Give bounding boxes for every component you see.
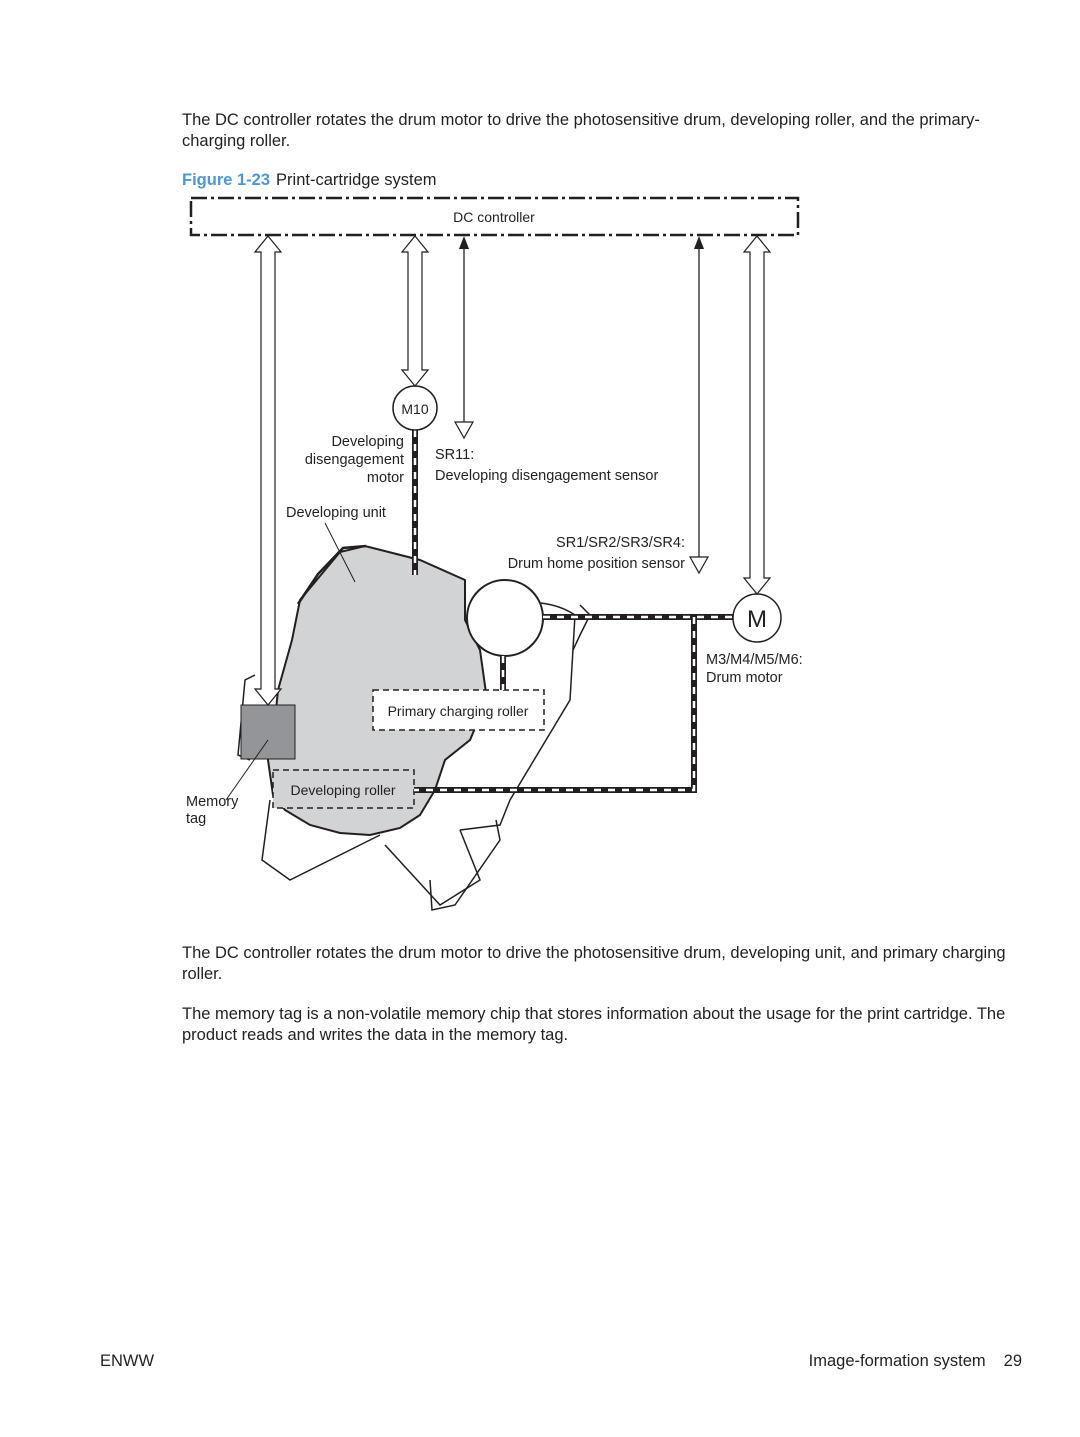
memory-tag-label-1: Memory (186, 794, 239, 810)
drum-motor-label-1: M3/M4/M5/M6: (706, 652, 803, 668)
signal-arrows (253, 235, 772, 706)
leader-lines (225, 522, 356, 801)
figure-caption: Figure 1-23 Print-cartridge system (182, 170, 437, 191)
drum-motor-symbol: M (747, 606, 767, 633)
sr1-label-2: Drum home position sensor (508, 556, 685, 572)
footer-left: ENWW (100, 1352, 155, 1370)
developing-unit-shoulder (296, 544, 367, 605)
primary-charging-roller-box (372, 689, 545, 731)
page-number: 29 (1003, 1352, 1022, 1370)
primary-charging-roller-label: Primary charging roller (388, 703, 529, 719)
figure-title: Print-cartridge system (276, 171, 437, 189)
memory-tag-label-2: tag (186, 811, 206, 827)
sensor-lines (463, 247, 700, 557)
footer-right: Image-formation system 29 (809, 1351, 1022, 1371)
developing-roller-label: Developing roller (290, 782, 395, 798)
sr11-label-2: Developing disengagement sensor (435, 468, 658, 484)
cartridge-outline (237, 602, 591, 911)
m10-label: M10 (401, 401, 428, 417)
dev-motor-label-2: disengagement (305, 452, 404, 468)
dc-controller-label: DC controller (453, 209, 535, 225)
figure-number: Figure 1-23 (182, 171, 271, 189)
dev-motor-label-3: motor (367, 470, 404, 486)
paragraph-memory-tag: The memory tag is a non-volatile memory … (182, 1005, 1006, 1044)
footer-section: Image-formation system (808, 1352, 986, 1370)
sr11-label-1: SR11: (435, 447, 474, 463)
intro-paragraph: The DC controller rotates the drum motor… (182, 111, 980, 150)
paragraph-drum-motor: The DC controller rotates the drum motor… (182, 944, 1006, 983)
developing-unit-label: Developing unit (286, 505, 386, 521)
memory-tag (240, 704, 296, 760)
sr1-label-1: SR1/SR2/SR3/SR4: (556, 535, 685, 551)
drive-train (412, 430, 735, 793)
photosensitive-drum (466, 579, 544, 657)
dc-controller-box (189, 196, 800, 237)
drum-motor-label-2: Drum motor (706, 670, 783, 686)
dev-motor-label-1: Developing (331, 434, 404, 450)
sensor-arrowheads (459, 236, 704, 249)
